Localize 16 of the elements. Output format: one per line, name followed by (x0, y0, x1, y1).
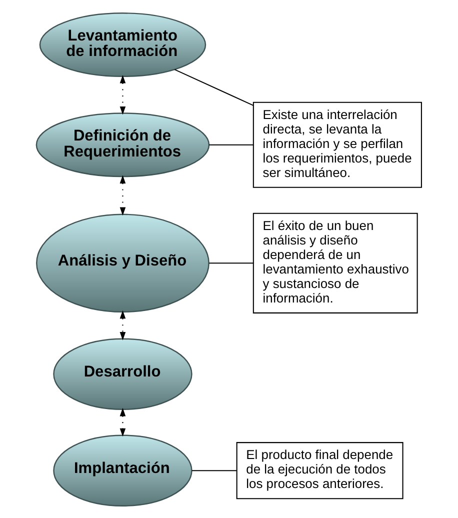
node-ellipse: Definición de Requerimientos (36, 112, 210, 177)
node-ellipse: Levantamiento de información (39, 12, 206, 77)
connector (209, 262, 253, 264)
node-box: Existe una interrelación directa, se levanta la información y se perfilan los requerimientos, puede ser simultáneo. (252, 101, 422, 188)
arrow (120, 310, 126, 340)
connector (209, 144, 254, 145)
node-ellipse: Implantación (53, 434, 192, 506)
node-ellipse: Desarrollo (53, 338, 192, 410)
arrow (120, 174, 126, 216)
node-box: El producto final depende de la ejecución de todos los procesos anteriores. (236, 442, 404, 499)
node-box: El éxito de un buen análisis y diseño dependerá de un levantamiento exhaustivo y sustancioso de información. (252, 212, 418, 313)
arrow (120, 74, 126, 114)
connector (174, 68, 254, 106)
arrow (120, 407, 126, 436)
node-ellipse: Análisis y Diseño (36, 213, 210, 312)
connector (192, 470, 236, 471)
